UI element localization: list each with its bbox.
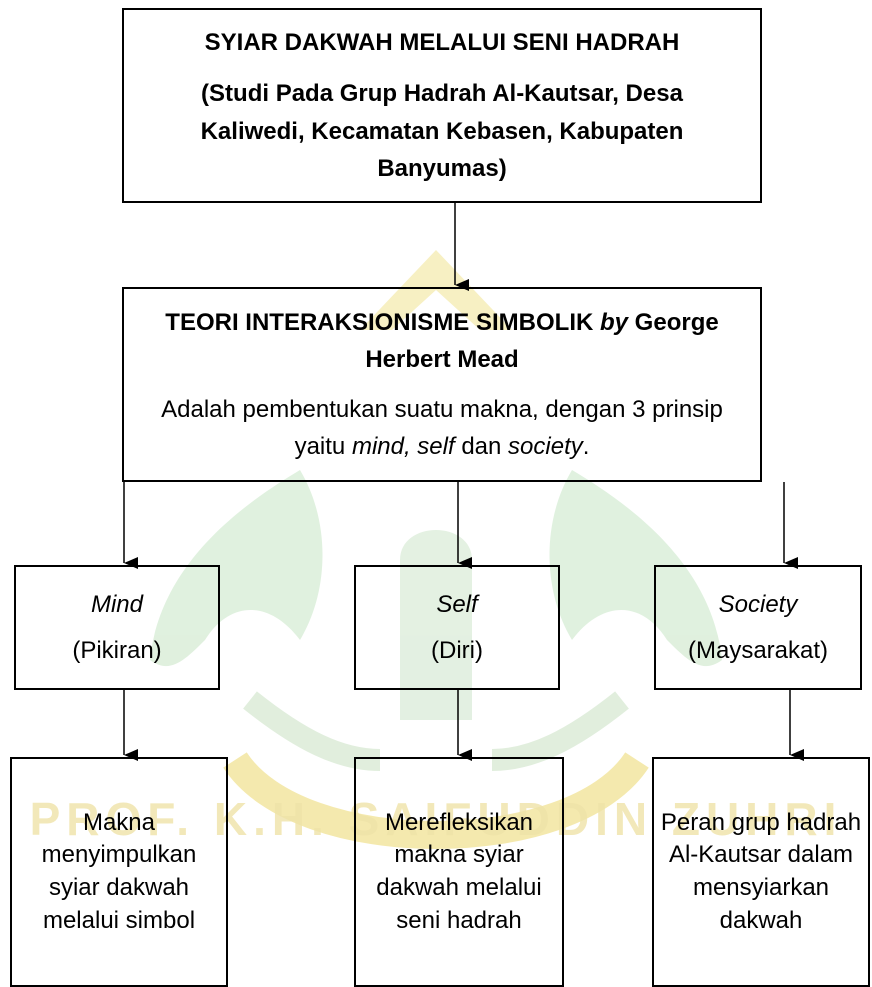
result-text-society: Peran grup hadrah Al-Kautsar dalam mensy… <box>660 808 862 934</box>
principle-box-mind: Mind (Pikiran) <box>14 565 220 690</box>
theory-heading: TEORI INTERAKSIONISME SIMBOLIK by George… <box>154 304 730 378</box>
watermark-arc <box>223 751 649 849</box>
result-box-mind: Makna menyimpulkan syiar dakwah melalui … <box>10 757 228 987</box>
result-box-self: Merefleksikan makna syiar dakwah melalui… <box>354 757 564 987</box>
theory-heading-main: TEORI INTERAKSIONISME SIMBOLIK <box>165 309 594 337</box>
theory-desc-end: . <box>582 432 590 460</box>
theory-heading-by: by <box>599 309 628 337</box>
result-text-self: Merefleksikan makna syiar dakwah melalui… <box>376 808 542 934</box>
theory-desc-society: society <box>508 432 583 460</box>
principle-name-mind: Mind <box>90 591 144 619</box>
title-box: SYIAR DAKWAH MELALUI SENI HADRAH (Studi … <box>122 8 762 203</box>
principle-name-society: Society <box>718 591 798 619</box>
watermark-lower-left <box>243 691 381 771</box>
result-text-mind: Makna menyimpulkan syiar dakwah melalui … <box>41 808 197 934</box>
principle-translation-society: (Maysarakat) <box>687 636 829 664</box>
watermark-lower-right <box>491 691 629 771</box>
theory-description: Adalah pembentukan suatu makna, dengan 3… <box>154 391 730 465</box>
watermark-wing-left <box>150 470 323 667</box>
theory-desc-mind-self: mind, self <box>351 432 455 460</box>
theory-desc-and: dan <box>461 432 502 460</box>
title-main: SYIAR DAKWAH MELALUI SENI HADRAH <box>204 29 680 57</box>
theory-desc-main: Adalah pembentukan suatu makna, dengan 3… <box>161 395 723 460</box>
principle-translation-mind: (Pikiran) <box>72 636 162 664</box>
watermark-wing-right <box>549 470 722 667</box>
title-subtitle: (Studi Pada Grup Hadrah Al-Kautsar, Desa… <box>200 80 684 182</box>
principle-box-society: Society (Maysarakat) <box>654 565 862 690</box>
result-box-society: Peran grup hadrah Al-Kautsar dalam mensy… <box>652 757 870 987</box>
watermark-crown <box>360 250 512 330</box>
principle-name-self: Self <box>436 591 478 619</box>
theory-heading-author: George Herbert Mead <box>365 309 719 374</box>
watermark-text: PROF. K.H. SAIFUDDIN ZUHRI <box>30 793 843 845</box>
watermark-center <box>400 530 472 720</box>
theory-box: TEORI INTERAKSIONISME SIMBOLIK by George… <box>122 287 762 482</box>
principle-translation-self: (Diri) <box>431 636 483 664</box>
principle-box-self: Self (Diri) <box>354 565 560 690</box>
